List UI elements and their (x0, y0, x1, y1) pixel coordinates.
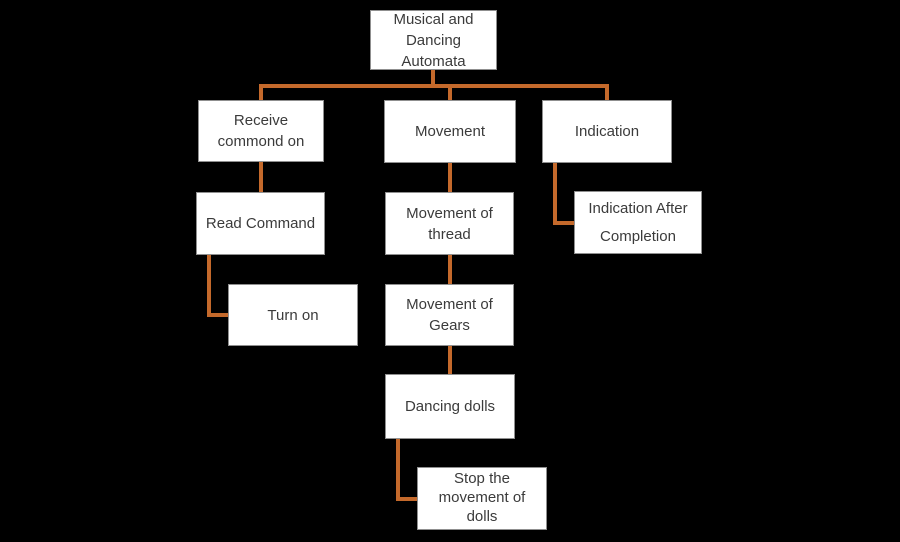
node-movement-of-thread: Movement of thread (385, 192, 514, 255)
connector-drop-receive-command (259, 84, 263, 100)
node-stop-movement: Stop the movement of dolls (417, 467, 547, 530)
connector-indication-to-after-h (553, 221, 574, 225)
node-read-command: Read Command (196, 192, 325, 255)
connector-movement-to-thread (448, 163, 452, 192)
node-indication: Indication (542, 100, 672, 163)
node-receive-command: Receive commond on (198, 100, 324, 162)
node-movement-of-gears: Movement of Gears (385, 284, 514, 346)
connector-root-stem (431, 70, 435, 86)
connector-drop-movement (448, 84, 452, 100)
node-dancing-dolls: Dancing dolls (385, 374, 515, 439)
connector-bus (259, 84, 609, 88)
node-root: Musical and Dancing Automata (370, 10, 497, 70)
connector-indication-to-after-v (553, 163, 557, 225)
connector-gears-to-dolls (448, 346, 452, 374)
node-movement: Movement (384, 100, 516, 163)
connector-drop-indication (605, 84, 609, 100)
connector-dolls-to-stop-v (396, 439, 400, 501)
connector-dolls-to-stop-h (396, 497, 417, 501)
connector-receive-to-read (259, 162, 263, 192)
node-indication-after: Indication After Completion (574, 191, 702, 254)
node-turn-on: Turn on (228, 284, 358, 346)
connector-read-to-turnon-h (207, 313, 228, 317)
connector-thread-to-gears (448, 255, 452, 284)
connector-read-to-turnon-v (207, 255, 211, 317)
